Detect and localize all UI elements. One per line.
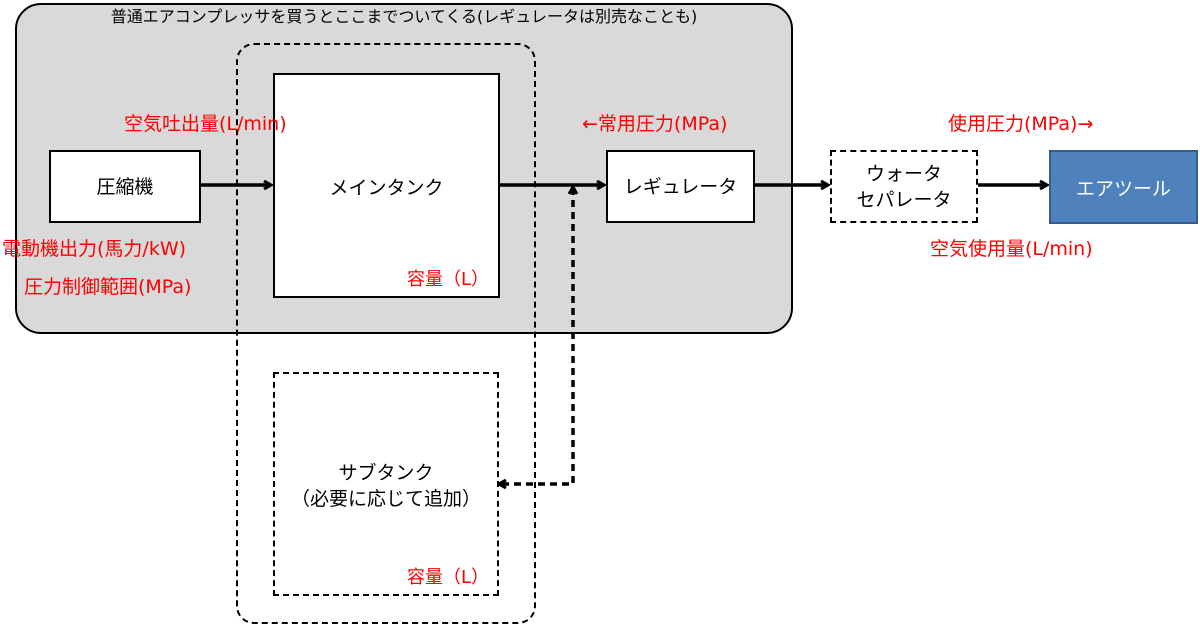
separator-label-line2: セパレータ <box>856 188 952 211</box>
main-tank-capacity-label: 容量（L） <box>407 269 490 290</box>
working-pressure-label: ←常用圧力(MPa) <box>582 113 728 135</box>
main-tank-box: メインタンク <box>273 73 500 298</box>
sub-tank-label: サブタンク <box>338 462 434 484</box>
compressor-label: 圧縮機 <box>96 175 154 198</box>
air-tool-box: エアツール <box>1049 150 1198 224</box>
air-consumption-label: 空気使用量(L/min) <box>930 238 1093 260</box>
panel-title: 普通エアコンプレッサを買うとここまでついてくる(レギュレータは別売なことも) <box>110 7 698 26</box>
water-separator-box: ウォータ セパレータ <box>830 150 978 223</box>
motor-output-label: 電動機出力(馬力/kW) <box>2 238 187 260</box>
sub-tank-capacity-label: 容量（L） <box>407 567 490 588</box>
pressure-range-label: 圧力制御範囲(MPa) <box>24 276 192 298</box>
air-tool-label: エアツール <box>1075 177 1171 200</box>
compressor-box: 圧縮機 <box>49 150 201 223</box>
regulator-box: レギュレータ <box>606 150 755 223</box>
separator-label-line1: ウォータ <box>865 162 942 185</box>
use-pressure-label: 使用圧力(MPa)→ <box>948 113 1094 135</box>
main-tank-label: メインタンク <box>329 177 444 199</box>
sub-tank-note: （必要に応じて追加） <box>290 488 481 510</box>
sub-tank-box: サブタンク （必要に応じて追加） <box>273 372 499 596</box>
dashed-arrow-sub-tank-link <box>500 188 573 484</box>
air-output-label: 空気吐出量(L/min) <box>124 113 287 135</box>
regulator-label: レギュレータ <box>623 175 738 198</box>
